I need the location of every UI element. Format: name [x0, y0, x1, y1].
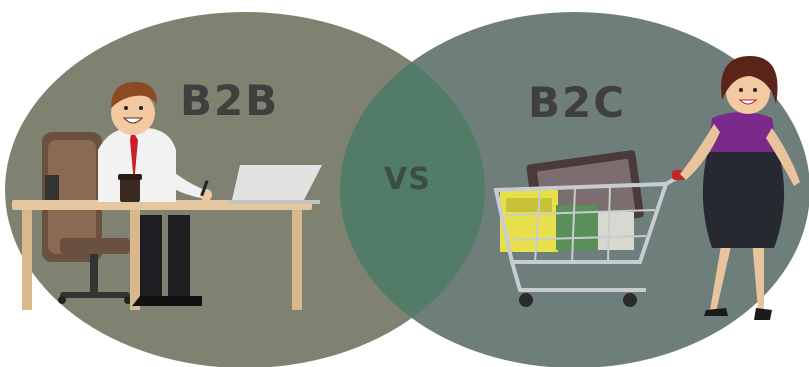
b2c-title: B2C — [528, 78, 627, 127]
b2b-title: B2B — [180, 76, 280, 125]
woman-with-cart-illustration-icon — [493, 56, 800, 320]
vs-label: VS — [384, 162, 431, 197]
businessman-illustration-icon — [12, 82, 322, 310]
